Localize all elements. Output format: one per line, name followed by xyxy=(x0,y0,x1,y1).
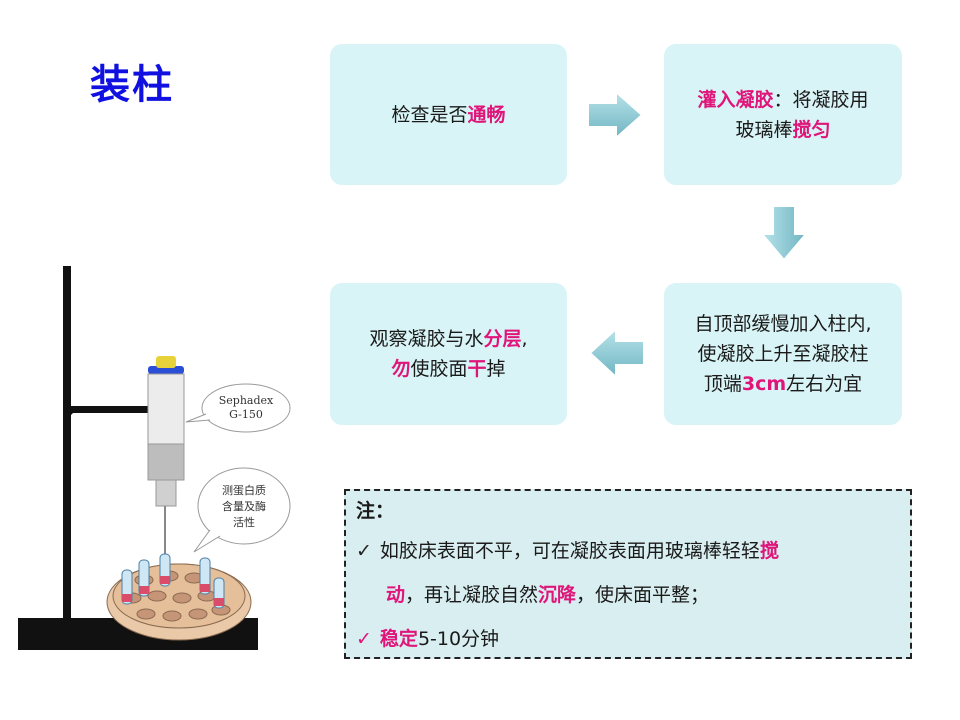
step4-line2-highlight2: 干 xyxy=(467,358,487,380)
note-heading: 注： xyxy=(356,500,395,522)
step2-highlight: 灌入凝胶 xyxy=(697,88,774,111)
note-item1-line2-post: ，使床面平整； xyxy=(576,584,710,606)
check-icon: ✓ xyxy=(356,628,372,650)
step-box-pour-gel: 灌入凝胶：将凝胶用 玻璃棒搅匀 xyxy=(664,44,902,185)
arrow-right-icon xyxy=(587,90,644,140)
step2-line2-text: 玻璃棒 xyxy=(735,118,793,141)
note-item2-text: 5-10分钟 xyxy=(417,628,500,650)
note-item1-line2-highlight2: 沉降 xyxy=(538,584,577,606)
check-icon: ✓ xyxy=(356,540,372,562)
step-box-add-gel: 自顶部缓慢加入柱内, 使凝胶上升至凝胶柱 顶端3cm左右为宜 xyxy=(664,283,902,425)
step2-text: ：将凝胶用 xyxy=(773,88,869,111)
step3-line1: 自顶部缓慢加入柱内, xyxy=(694,313,872,335)
step3-line3-highlight: 3cm xyxy=(741,373,787,395)
step4-line2-post: 掉 xyxy=(486,358,506,380)
step4-text: 观察凝胶与水 xyxy=(369,328,484,350)
arrow-left-icon xyxy=(588,327,645,379)
bubble2-line2: 含量及酶 xyxy=(222,499,266,513)
step3-line2: 使凝胶上升至凝胶柱 xyxy=(697,343,869,365)
note-item1-highlight: 搅 xyxy=(759,540,779,562)
bubble2-line1: 测蛋白质 xyxy=(222,483,266,497)
step4-line2-text: 使胶面 xyxy=(410,358,468,380)
bubble2-line3: 活性 xyxy=(233,515,255,529)
note-item1-line2-highlight: 动 xyxy=(386,584,406,606)
note-box: 注： ✓ 如胶床表面不平，可在凝胶表面用玻璃棒轻轻搅 动，再让凝胶自然沉降，使床面… xyxy=(344,489,912,659)
note-item1-line2-text: ，再让凝胶自然 xyxy=(405,584,539,606)
step4-line2-highlight1: 勿 xyxy=(391,358,411,380)
note-item-1-cont: 动，再让凝胶自然沉降，使床面平整； xyxy=(356,573,900,617)
slide-title: 装柱 xyxy=(90,62,174,108)
sephadex-grade-label: G-150 xyxy=(229,408,263,421)
note-item2-highlight: 稳定 xyxy=(379,628,418,650)
step-box-check: 检查是否通畅 xyxy=(330,44,567,185)
step1-highlight: 通畅 xyxy=(467,103,506,126)
step4-highlight: 分层 xyxy=(483,328,522,350)
step2-line2-highlight: 搅匀 xyxy=(792,118,831,141)
step-box-observe: 观察凝胶与水分层, 勿使胶面干掉 xyxy=(330,283,567,425)
sephadex-label: Sephadex xyxy=(219,394,274,407)
step1-text: 检查是否 xyxy=(391,103,468,126)
step3-line3-post: 左右为宜 xyxy=(786,373,863,395)
note-item1-text: 如胶床表面不平，可在凝胶表面用玻璃棒轻轻 xyxy=(379,540,760,562)
arrow-down-icon xyxy=(760,205,808,262)
column-apparatus-illustration: Sephadex G-150 测蛋白质 含量及酶 活性 xyxy=(18,266,291,650)
step3-line3-text: 顶端 xyxy=(703,373,742,395)
note-item-2: ✓ 稳定5-10分钟 xyxy=(356,617,900,661)
note-item-1: ✓ 如胶床表面不平，可在凝胶表面用玻璃棒轻轻搅 xyxy=(356,529,900,573)
step4-comma: , xyxy=(521,328,528,350)
